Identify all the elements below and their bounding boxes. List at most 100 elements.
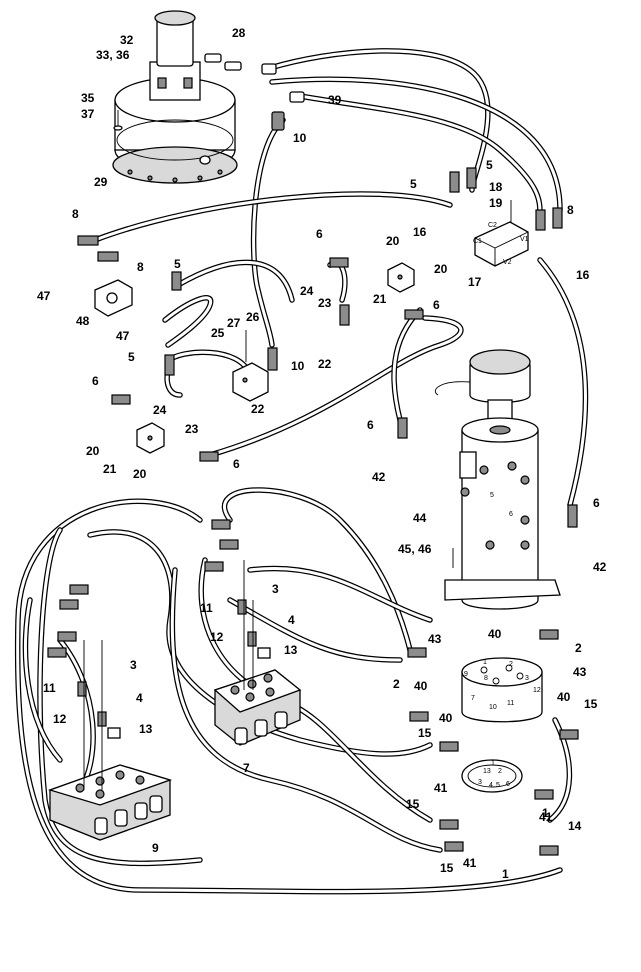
callout-c22b: 22 [251,402,265,416]
callout-c8c: 8 [137,260,144,274]
callout-c6a: 6 [316,227,323,241]
callout-c3a: 3 [272,582,279,596]
callout-c19: 19 [489,196,503,210]
port-label-plate_ports-q5: 5 [496,782,500,789]
port-label-ring_ports-r1: 1 [483,659,487,666]
callout-c20b: 20 [434,262,448,276]
callout-c7: 7 [243,761,250,775]
callout-c13b: 13 [139,722,153,736]
callout-c39: 39 [328,93,342,107]
callout-c9: 9 [152,841,159,855]
port-label-ring_ports-r11: 11 [507,700,514,707]
callout-c35: 35 [81,91,95,105]
port-label-plate_ports-q13: 13 [483,768,491,775]
distribution-ring [461,657,543,723]
callout-c48: 48 [76,314,90,328]
callout-c17: 17 [468,275,482,289]
port-label-ring_ports-r12: 12 [533,687,541,694]
callout-c24b: 24 [153,403,167,417]
callout-c10a: 10 [293,131,307,145]
callout-c22a: 22 [318,357,332,371]
rotary-swivel-44 [434,349,561,610]
callout-c18: 18 [489,180,503,194]
callout-c33-36: 33, 36 [96,48,130,62]
distribution-plate [461,759,523,793]
callout-c13a: 13 [284,643,298,657]
hydraulic-hoses [14,48,589,895]
callout-c10b: 10 [291,359,305,373]
callout-c15d: 15 [440,861,454,875]
port-label-valve_ports-v2: V2 [503,259,512,266]
callout-c15a: 15 [584,697,598,711]
port-label-ring_ports-r8: 8 [484,675,488,682]
callout-c8a: 8 [567,203,574,217]
callout-c45-46: 45, 46 [398,542,432,556]
callout-c42b: 42 [593,560,607,574]
callout-c47a: 47 [37,289,51,303]
callout-c40c: 40 [557,690,571,704]
callout-c4b: 4 [136,691,143,705]
port-label-plate_ports-q3: 3 [478,779,482,786]
callout-c25: 25 [211,326,225,340]
callout-c16a: 16 [413,225,427,239]
callout-c43a: 43 [428,632,442,646]
callout-c6d: 6 [367,418,374,432]
callout-c23b: 23 [185,422,199,436]
callout-c47b: 47 [116,329,130,343]
port-label-plate_ports-q1: 1 [491,760,495,767]
callout-c6c: 6 [92,374,99,388]
callout-c23a: 23 [318,296,332,310]
callout-c41c: 41 [463,856,477,870]
callout-c41b: 41 [539,810,553,824]
callout-c42a: 42 [372,470,386,484]
callout-c40a: 40 [488,627,502,641]
callout-c27: 27 [227,316,241,330]
callout-c26: 26 [246,310,260,324]
callout-c40d: 40 [439,711,453,725]
callout-c20c: 20 [86,444,100,458]
port-label-valve_ports-c2: C2 [488,222,497,229]
callout-c16b: 16 [576,268,590,282]
callout-c14: 14 [568,819,582,833]
callout-c1b: 1 [502,867,509,881]
control-valve-bank-9 [47,764,173,841]
port-label-plate_ports-q4: 4 [489,782,493,789]
callout-c8b: 8 [72,207,79,221]
callout-c6e: 6 [233,457,240,471]
port-label-valve_ports-c1: C1 [473,238,482,245]
port-label-ring_ports-r7: 7 [471,695,475,702]
callout-c11b: 11 [43,681,56,695]
port-label-swivel_ports-p6: 6 [509,511,513,518]
callout-c21a: 21 [373,292,387,306]
hose-end-fittings [47,167,579,856]
callout-c29: 29 [94,175,108,189]
callout-c6f: 6 [593,496,600,510]
control-valve-bank-7 [213,669,302,746]
callout-c4a: 4 [288,613,295,627]
port-label-plate_ports-q6: 6 [506,781,510,788]
callout-c12a: 12 [210,630,224,644]
callout-c20a: 20 [386,234,400,248]
callout-c15c: 15 [406,797,420,811]
callout-c5d: 5 [128,350,135,364]
callout-c5b: 5 [486,158,493,172]
callout-c11a: 11 [200,601,213,615]
port-label-plate_ports-q2: 2 [498,768,502,775]
feeder-fittings [77,560,271,790]
callout-c24a: 24 [300,284,314,298]
callout-c28: 28 [232,26,246,40]
callout-c2a: 2 [575,641,582,655]
swing-motor-29 [112,10,305,184]
port-label-ring_ports-r9: 9 [464,671,468,678]
callout-c44: 44 [413,511,427,525]
callout-c12b: 12 [53,712,67,726]
callout-c2b: 2 [393,677,400,691]
callout-c6b: 6 [433,298,440,312]
callout-c3b: 3 [130,658,137,672]
valve-components [94,200,529,454]
callout-c5c: 5 [174,257,181,271]
callout-c15b: 15 [418,726,432,740]
callout-c1a: 1 [542,806,549,820]
